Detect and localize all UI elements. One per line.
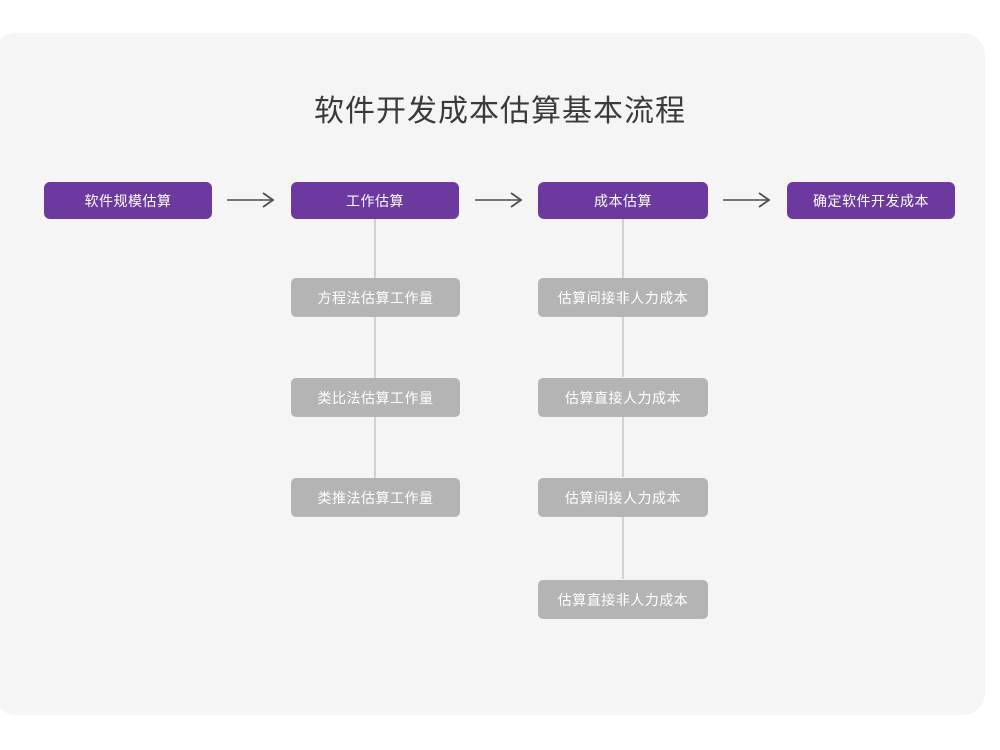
- flow-node-label: 工作估算: [346, 192, 404, 209]
- substep-node-step3-2[interactable]: 估算直接人力成本: [538, 378, 708, 417]
- substep-node-step2-1[interactable]: 方程法估算工作量: [291, 278, 460, 317]
- substep-node-step2-2[interactable]: 类比法估算工作量: [291, 378, 460, 417]
- flow-node-step3[interactable]: 成本估算: [538, 182, 708, 219]
- substep-node-step3-4[interactable]: 估算直接非人力成本: [538, 580, 708, 619]
- flow-node-step1[interactable]: 软件规模估算: [44, 182, 212, 219]
- substep-node-label: 估算直接人力成本: [565, 389, 681, 406]
- flow-arrow-2: [473, 188, 527, 212]
- page-title: 软件开发成本估算基本流程: [314, 95, 686, 128]
- connector-line-step3: [622, 517, 624, 579]
- flow-node-label: 成本估算: [594, 192, 652, 209]
- flow-node-label: 软件规模估算: [84, 192, 172, 209]
- connector-line-step2: [374, 218, 376, 280]
- flow-node-label: 确定软件开发成本: [813, 192, 929, 209]
- substep-node-label: 类推法估算工作量: [317, 489, 434, 506]
- connector-line-step2: [374, 316, 376, 378]
- substep-node-label: 估算间接人力成本: [565, 489, 681, 506]
- flow-arrow-3: [721, 188, 775, 212]
- flow-arrow-1: [225, 188, 279, 212]
- connector-line-step3: [622, 218, 624, 278]
- substep-node-step3-3[interactable]: 估算间接人力成本: [538, 478, 708, 517]
- connector-line-step2: [374, 416, 376, 478]
- flow-node-step2[interactable]: 工作估算: [291, 182, 459, 219]
- substep-node-label: 类比法估算工作量: [317, 389, 434, 406]
- substep-node-label: 估算直接非人力成本: [557, 591, 689, 608]
- diagram-card: [0, 33, 985, 715]
- flow-node-step4[interactable]: 确定软件开发成本: [787, 182, 955, 219]
- connector-line-step3: [622, 417, 624, 477]
- connector-line-step3: [622, 317, 624, 377]
- substep-node-step3-1[interactable]: 估算间接非人力成本: [538, 278, 708, 317]
- substep-node-label: 方程法估算工作量: [317, 289, 434, 306]
- substep-node-label: 估算间接非人力成本: [557, 289, 689, 306]
- substep-node-step2-3[interactable]: 类推法估算工作量: [291, 478, 460, 517]
